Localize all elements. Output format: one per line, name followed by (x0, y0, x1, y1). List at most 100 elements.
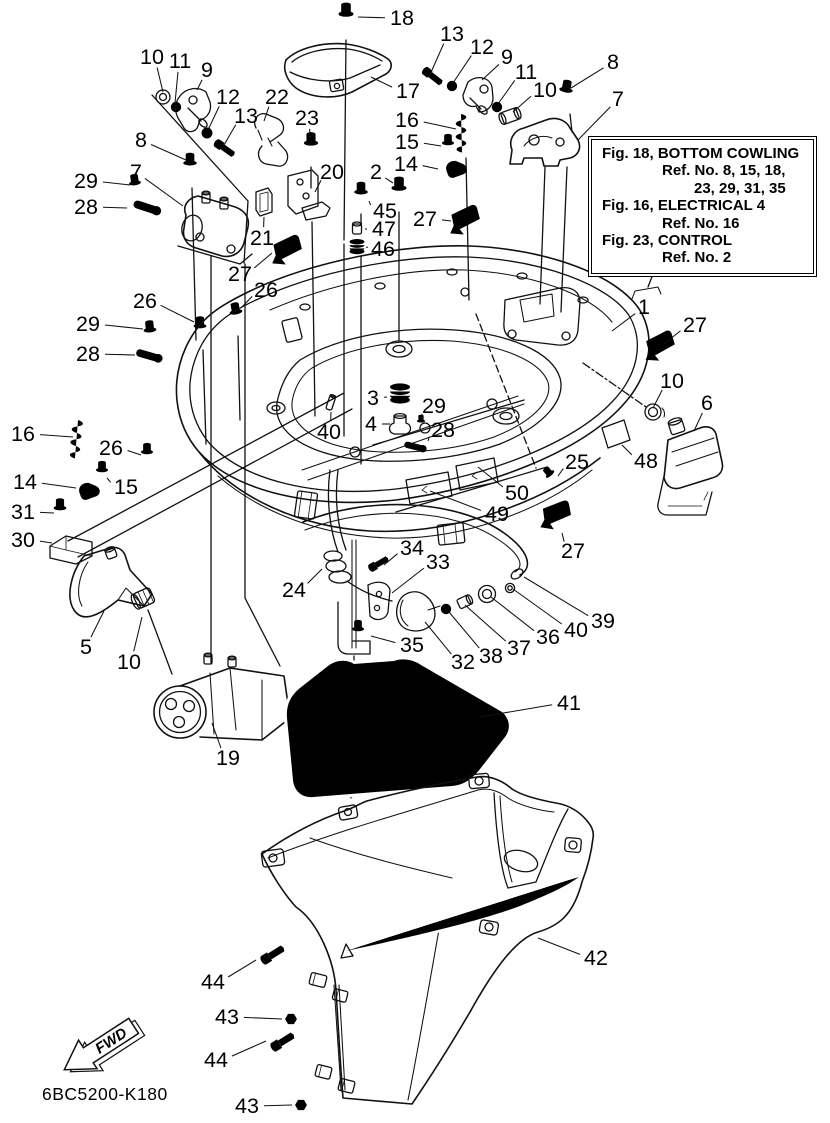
leader-line-29-21 (102, 181, 131, 186)
part-callout-26[interactable]: 26 (99, 436, 123, 460)
part-callout-9[interactable]: 9 (501, 45, 513, 69)
leader-lines-layer (39, 16, 703, 1107)
part-callout-22[interactable]: 22 (265, 85, 289, 109)
part-callout-14[interactable]: 14 (394, 152, 418, 176)
part-callout-9[interactable]: 9 (201, 58, 213, 82)
part-callout-10[interactable]: 10 (533, 78, 557, 102)
leader-line-43-73 (263, 1104, 293, 1107)
part-callout-24[interactable]: 24 (282, 578, 306, 602)
part-callout-45[interactable]: 45 (373, 199, 397, 223)
part-callout-44[interactable]: 44 (204, 1048, 228, 1072)
part-callout-28[interactable]: 28 (76, 342, 100, 366)
leader-line-24-57 (307, 568, 323, 584)
leader-line-27-26 (441, 219, 452, 222)
part-callout-28[interactable]: 28 (74, 195, 98, 219)
part-callout-5[interactable]: 5 (80, 635, 92, 659)
part-callout-26[interactable]: 26 (133, 289, 157, 313)
part-callout-17[interactable]: 17 (396, 79, 420, 103)
part-callout-19[interactable]: 19 (216, 746, 240, 770)
leader-line-11-7 (497, 79, 516, 105)
leader-line-36-60 (490, 596, 535, 632)
diagram-code: 6BC5200-K180 (42, 1084, 168, 1104)
leader-line-38-64 (448, 611, 480, 649)
part-callout-4[interactable]: 4 (365, 412, 377, 436)
part-callout-6[interactable]: 6 (701, 391, 713, 415)
part-callout-1[interactable]: 1 (638, 295, 650, 319)
part-callout-16[interactable]: 16 (11, 422, 35, 446)
leader-line-27-30 (253, 252, 273, 269)
leader-line-10-37 (652, 389, 663, 409)
part-callout-18[interactable]: 18 (390, 6, 414, 30)
leader-line-8-8 (570, 67, 604, 89)
part-callout-30[interactable]: 30 (11, 528, 35, 552)
part-callout-27[interactable]: 27 (561, 539, 585, 563)
part-callout-39[interactable]: 39 (591, 609, 615, 633)
part-callout-8[interactable]: 8 (607, 50, 619, 74)
part-callout-10[interactable]: 10 (140, 45, 164, 69)
part-callout-12[interactable]: 12 (216, 85, 240, 109)
part-callout-29[interactable]: 29 (422, 394, 446, 418)
part-callout-23[interactable]: 23 (295, 106, 319, 130)
part-callout-31[interactable]: 31 (11, 500, 35, 524)
part-callout-15[interactable]: 15 (114, 475, 138, 499)
leader-line-50-50 (477, 466, 504, 488)
part-callout-34[interactable]: 34 (400, 536, 424, 560)
part-callout-29[interactable]: 29 (74, 169, 98, 193)
part-callout-21[interactable]: 21 (250, 226, 274, 250)
part-callout-27[interactable]: 27 (413, 207, 437, 231)
part-callout-43[interactable]: 43 (235, 1094, 259, 1118)
reference-line-3: Fig. 16, ELECTRICAL 4 (602, 197, 766, 215)
leader-line-9-6 (196, 79, 203, 91)
part-callout-38[interactable]: 38 (479, 644, 503, 668)
part-callout-11[interactable]: 11 (169, 49, 191, 73)
leader-line-18-0 (357, 16, 386, 19)
part-callout-13[interactable]: 13 (440, 22, 464, 46)
part-callout-8[interactable]: 8 (135, 128, 147, 152)
part-callout-47[interactable]: 47 (372, 217, 396, 241)
part-callout-43[interactable]: 43 (215, 1005, 239, 1029)
part-callout-7[interactable]: 7 (612, 87, 624, 111)
leader-line-16-16 (423, 121, 457, 130)
part-callout-49[interactable]: 49 (485, 502, 509, 526)
leader-line-16-44 (39, 434, 74, 438)
part-callout-7[interactable]: 7 (130, 160, 142, 184)
leader-line-44-70 (227, 959, 257, 978)
part-callout-36[interactable]: 36 (536, 625, 560, 649)
part-callout-10[interactable]: 10 (660, 369, 684, 393)
part-callout-32[interactable]: 32 (451, 650, 475, 674)
part-callout-11[interactable]: 11 (515, 60, 537, 84)
part-callout-14[interactable]: 14 (13, 470, 37, 494)
part-callout-48[interactable]: 48 (634, 449, 658, 473)
part-callout-3[interactable]: 3 (367, 386, 379, 410)
part-callout-41[interactable]: 41 (557, 691, 581, 715)
part-callout-15[interactable]: 15 (395, 130, 419, 154)
part-callout-29[interactable]: 29 (76, 312, 100, 336)
leader-line-28-36 (104, 353, 136, 356)
part-callout-25[interactable]: 25 (565, 450, 589, 474)
leader-line-12-2 (452, 55, 472, 84)
leader-line-26-32 (160, 304, 195, 323)
part-callout-10[interactable]: 10 (117, 650, 141, 674)
part-callout-37[interactable]: 37 (507, 636, 531, 660)
part-callout-26[interactable]: 26 (254, 278, 278, 302)
part-callout-46[interactable]: 46 (371, 237, 395, 261)
part-callout-40[interactable]: 40 (317, 420, 341, 444)
part-callout-13[interactable]: 13 (234, 104, 258, 128)
part-callout-42[interactable]: 42 (584, 946, 608, 970)
part-callout-16[interactable]: 16 (395, 108, 419, 132)
part-callout-12[interactable]: 12 (470, 35, 494, 59)
part-callout-28[interactable]: 28 (431, 418, 455, 442)
part-callout-44[interactable]: 44 (201, 970, 225, 994)
part-callout-27[interactable]: 27 (683, 313, 707, 337)
part-callout-50[interactable]: 50 (505, 481, 529, 505)
leader-line-32-65 (424, 621, 452, 655)
part-callout-20[interactable]: 20 (320, 160, 344, 184)
part-callout-33[interactable]: 33 (426, 550, 450, 574)
part-callout-40[interactable]: 40 (564, 618, 588, 642)
part-callout-35[interactable]: 35 (400, 633, 424, 657)
part-callout-2[interactable]: 2 (370, 160, 382, 184)
part-callout-27[interactable]: 27 (228, 262, 252, 286)
